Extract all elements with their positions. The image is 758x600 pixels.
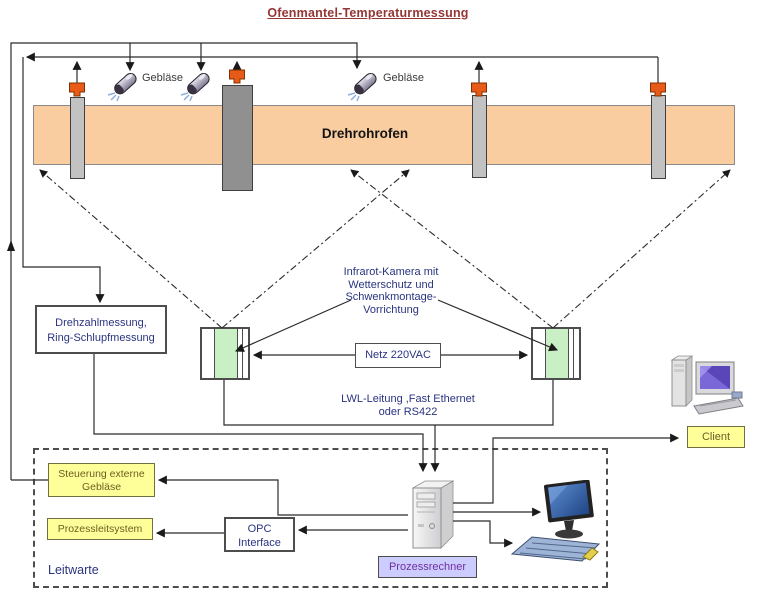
client-box: Client — [687, 426, 745, 448]
temperature-sensor-icons — [69, 69, 666, 97]
blower-icon-2 — [180, 72, 210, 102]
camera-lens-window — [545, 329, 569, 378]
speed-measurement-box: Drehzahlmessung, Ring-Schlupfmessung — [35, 305, 167, 354]
blower-label-1: Gebläse — [142, 72, 183, 84]
keyboard-icon — [510, 536, 601, 562]
control-room-boundary — [33, 448, 608, 588]
infrared-camera-left — [200, 327, 250, 380]
computer-tower-icon — [411, 480, 455, 549]
blower-icon-3 — [347, 72, 377, 102]
control-room-wiring — [155, 433, 680, 548]
client-workstation-icon — [670, 355, 744, 415]
blower-label-2: Gebläse — [383, 72, 424, 84]
camera-lens-window — [214, 329, 238, 378]
blower-icon-1 — [107, 72, 137, 102]
opc-interface-box: OPC Interface — [224, 517, 295, 552]
page-title: Ofenmantel-Temperaturmessung — [267, 6, 469, 20]
control-room-label: Leitwarte — [48, 563, 99, 577]
process-computer-label: Prozessrechner — [378, 556, 477, 578]
kiln-post-2 — [222, 85, 253, 191]
infrared-camera-right — [531, 327, 581, 380]
power-supply-box: Netz 220VAC — [355, 343, 441, 368]
camera-view-cones — [39, 169, 731, 329]
sensor-bus-line — [22, 52, 659, 304]
process-control-system-box: Prozessleitsystem — [47, 518, 153, 540]
blower-control-line — [7, 42, 362, 481]
blower-control-box: Steuerung externe Gebläse — [48, 463, 155, 497]
kiln-label: Drehrohrofen — [321, 126, 409, 141]
camera-note: Infrarot-Kamera mit Wetterschutz und Sch… — [343, 266, 439, 316]
kiln-body — [33, 105, 735, 165]
data-link-note: LWL-Leitung ,Fast Ethernet oder RS422 — [341, 393, 475, 418]
camera-note-leaders — [234, 299, 559, 352]
data-downlinks — [93, 354, 554, 473]
kiln-post-1 — [70, 97, 85, 179]
monitor-icon — [543, 480, 594, 539]
